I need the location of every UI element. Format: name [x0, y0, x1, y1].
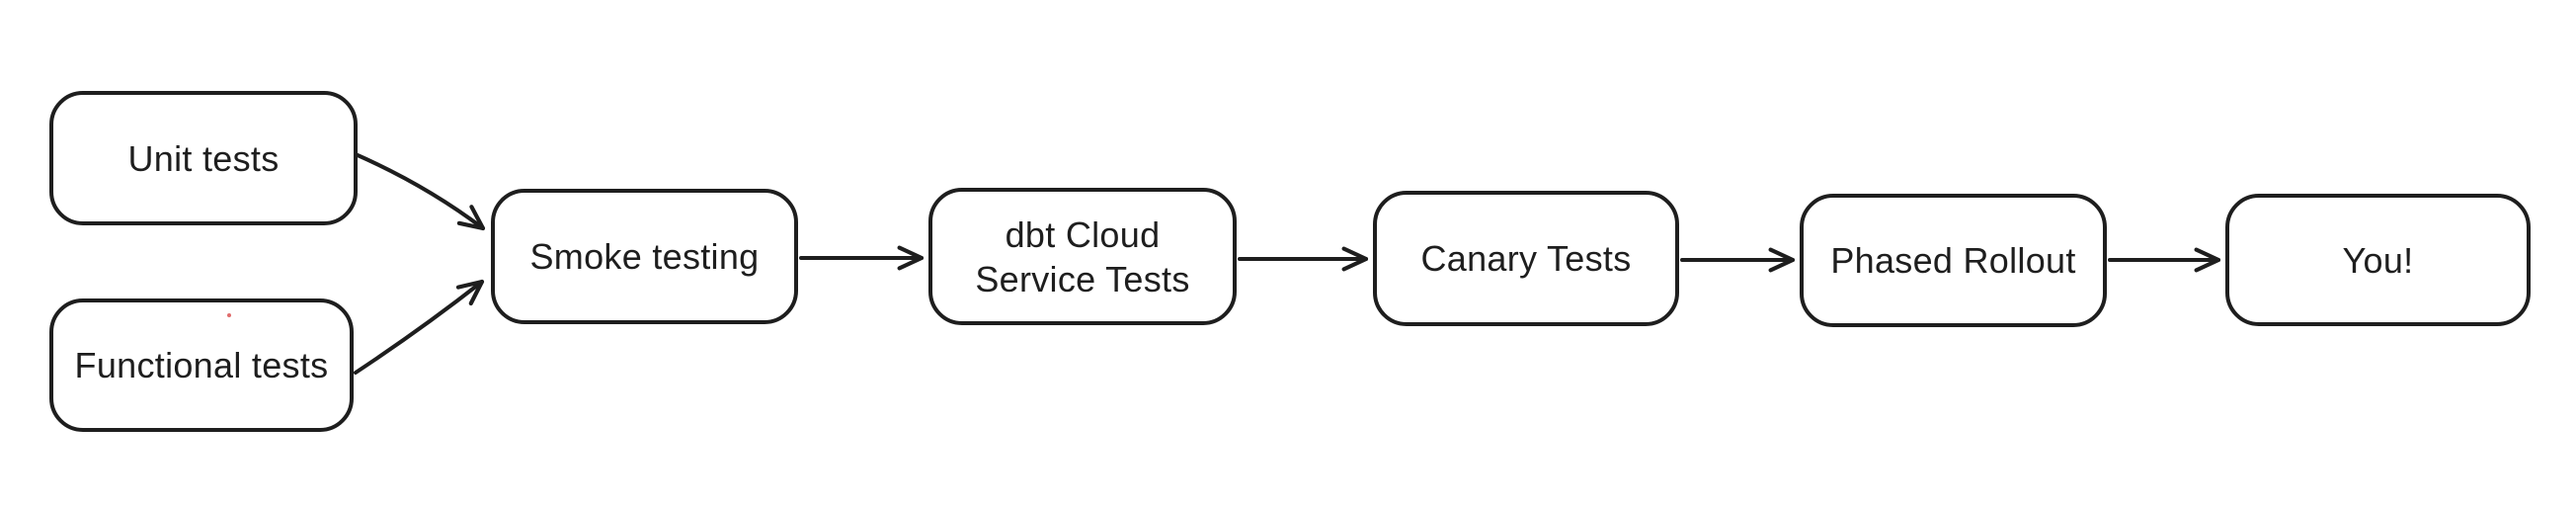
arrow-functional-tests-to-smoke-testing — [354, 279, 485, 375]
node-phased-rollout: Phased Rollout — [1800, 194, 2107, 327]
node-unit-tests: Unit tests — [49, 91, 358, 225]
node-label-line-1: dbt Cloud — [1005, 213, 1161, 255]
node-dbt-cloud-service-tests: dbt Cloud Service Tests — [928, 188, 1237, 325]
node-smoke-testing: Smoke testing — [491, 189, 798, 324]
node-label: Canary Tests — [1420, 238, 1632, 279]
node-label-line-2: Service Tests — [975, 258, 1190, 299]
node-label: Functional tests — [74, 345, 329, 385]
node-label: Unit tests — [127, 137, 280, 179]
node-you: You! — [2225, 194, 2531, 326]
arrow-unit-tests-to-smoke-testing — [356, 153, 486, 231]
node-label: dbt Cloud Service Tests — [975, 212, 1189, 301]
node-functional-tests: Functional tests — [49, 298, 354, 432]
node-canary-tests: Canary Tests — [1373, 191, 1679, 326]
node-label: You! — [2342, 239, 2414, 281]
node-label: Phased Rollout — [1830, 240, 2076, 281]
red-dot-artifact — [227, 313, 231, 317]
node-label: Smoke testing — [529, 236, 760, 277]
